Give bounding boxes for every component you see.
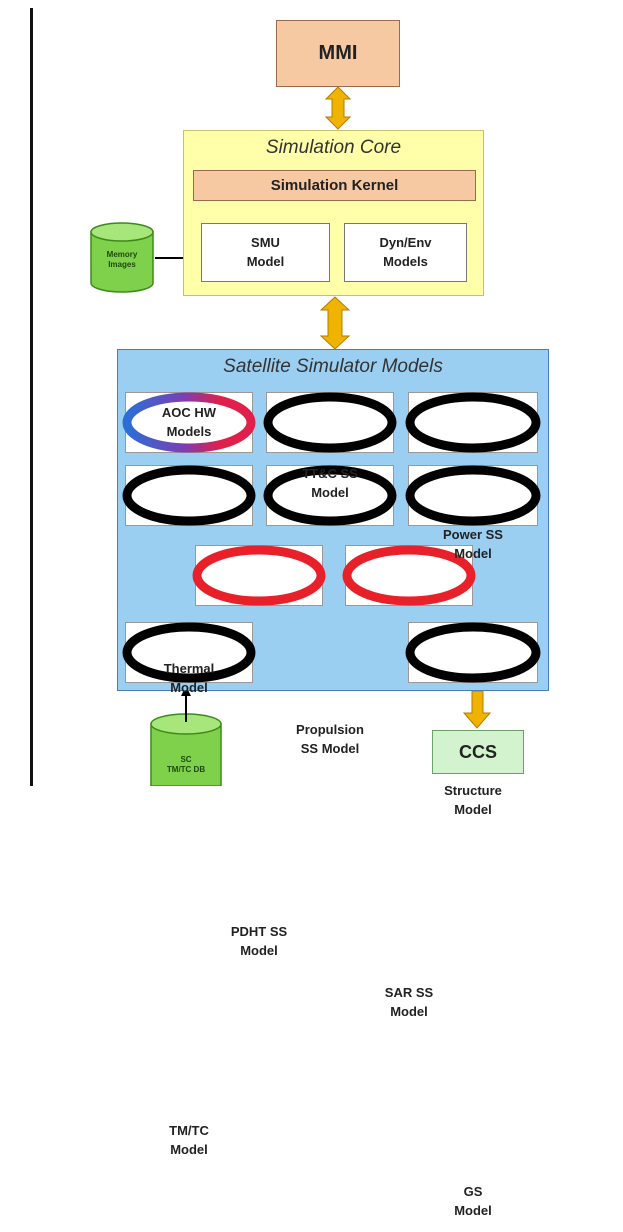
- satellite-models-title: Satellite Simulator Models: [223, 356, 443, 377]
- aoc-hw-models-label-line-1: AOC HW: [161, 405, 217, 421]
- tmtc-model-label: TM/TC Model: [125, 1110, 253, 1171]
- sc-tmtc-db-line-1: SC: [180, 755, 192, 764]
- gs-model-highlight-ring: [405, 622, 541, 683]
- propulsion-ss-model-label-line-2: SS Model: [300, 740, 360, 756]
- gs-model-label-line-2: Model: [454, 1202, 492, 1218]
- smu-model-box: SMU Model: [201, 223, 330, 282]
- pdht-ss-model-label-line-2: Model: [240, 942, 278, 958]
- memory-images-cylinder: [90, 222, 154, 293]
- memory-images-line-1: Memory: [106, 250, 138, 259]
- simulation-core-title: Simulation Core: [265, 137, 402, 158]
- aoc-hw-models-label-line-2: Models: [166, 423, 212, 439]
- power-ss-model-label: Power SS Model: [408, 514, 538, 575]
- mmi-label: MMI: [318, 42, 358, 64]
- memory-images-label: Memory Images: [91, 250, 153, 269]
- pdht-ss-model-label-line-1: PDHT SS: [230, 924, 288, 940]
- tmtc-model-label-line-1: TM/TC: [169, 1123, 209, 1139]
- smu-model-line-1: SMU: [251, 234, 280, 250]
- gs-model-label-line-1: GS: [463, 1184, 483, 1200]
- sc-tmtc-db-line-2: TM/TC DB: [166, 764, 206, 774]
- simulation-kernel-box: Simulation Kernel: [193, 170, 476, 201]
- propulsion-ss-model-label-line-1: Propulsion: [296, 722, 364, 738]
- ttc-ss-model-label-line-1: TT&C SS: [302, 466, 358, 482]
- simulation-kernel-label: Simulation Kernel: [270, 177, 399, 194]
- structure-model-highlight-ring: [405, 465, 541, 526]
- power-ss-model-label-line-1: Power SS: [443, 527, 503, 543]
- smu-model-line-2: Model: [246, 253, 285, 269]
- arrow-db-to-tmtc: [181, 686, 191, 722]
- arrow-gs-to-ccs: [462, 690, 492, 729]
- dyn-env-line-1: Dyn/Env: [379, 234, 432, 250]
- gs-model-label: GS Model: [408, 1171, 538, 1232]
- thermal-model-label-line-2: Model: [170, 679, 208, 695]
- ttc-ss-model-highlight-ring: [263, 392, 397, 453]
- ccs-box: CCS: [432, 730, 524, 774]
- highlight-rings: [122, 392, 541, 683]
- thermal-model-label-line-1: Thermal: [163, 661, 215, 677]
- sar-ss-model-label-line-2: Model: [390, 1003, 428, 1019]
- propulsion-ss-model-highlight-ring: [263, 465, 397, 526]
- tmtc-model-highlight-ring: [122, 622, 256, 683]
- aoc-hw-models-label: AOC HW Models: [125, 392, 253, 453]
- dyn-env-line-2: Models: [383, 253, 428, 269]
- structure-model-label-line-1: Structure: [444, 783, 502, 799]
- power-ss-model-highlight-ring: [405, 392, 541, 453]
- sar-ss-model-highlight-ring: [342, 545, 476, 606]
- sar-ss-model-label-line-1: SAR SS: [384, 985, 434, 1001]
- sar-ss-model-label: SAR SS Model: [345, 972, 473, 1033]
- structure-model-label-line-2: Model: [454, 801, 492, 817]
- dyn-env-models-box: Dyn/Env Models: [344, 223, 467, 282]
- sc-tmtc-db-cylinder: [150, 713, 222, 786]
- pdht-ss-model-highlight-ring: [192, 545, 326, 606]
- thermal-model-highlight-ring: [122, 465, 256, 526]
- power-ss-model-label-line-2: Model: [454, 545, 492, 561]
- mmi-box: MMI: [276, 20, 400, 87]
- left-border-line: [30, 8, 33, 786]
- ttc-ss-model-label: TT&C SS Model: [266, 453, 394, 514]
- aoc-hw-models-highlight-ring: [122, 392, 256, 453]
- ccs-label: CCS: [458, 741, 497, 762]
- double-arrow-mmi-core: [324, 86, 352, 130]
- propulsion-ss-model-label: Propulsion SS Model: [266, 709, 394, 770]
- memory-images-line-2: Images: [108, 259, 136, 269]
- simulation-core-panel: Simulation Core Simulation Kernel SMU Mo…: [183, 130, 484, 296]
- ttc-ss-model-label-line-2: Model: [311, 484, 349, 500]
- sc-tmtc-db-label: SC TM/TC DB: [151, 755, 221, 774]
- tmtc-model-label-line-2: Model: [170, 1141, 208, 1157]
- pdht-ss-model-label: PDHT SS Model: [195, 911, 323, 972]
